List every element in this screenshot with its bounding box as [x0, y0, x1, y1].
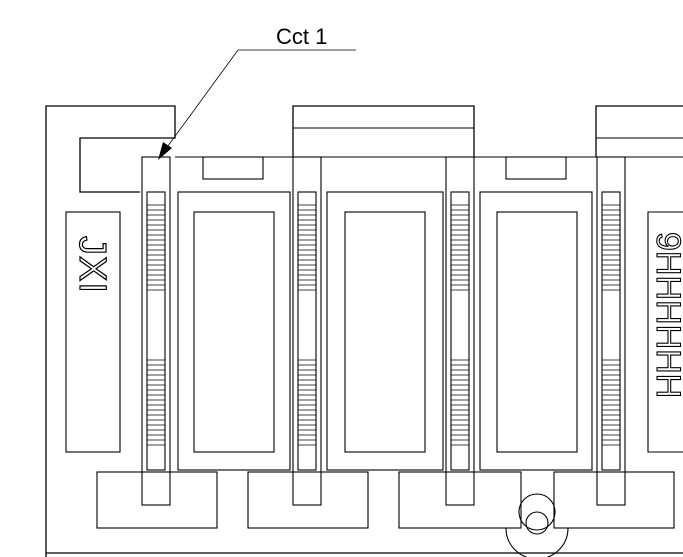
bottom-foot-2	[247, 471, 369, 529]
contact-strip-1	[141, 156, 171, 506]
top-tab-1	[202, 156, 264, 180]
cavity-frame-3	[479, 191, 593, 471]
right-label-panel	[647, 211, 683, 453]
callout-arrowhead	[158, 142, 172, 160]
left-label-text: JXI	[71, 236, 113, 294]
cavity-frame-1	[177, 191, 291, 471]
callout: Cct 1	[158, 24, 356, 160]
contact-strip-4	[596, 156, 626, 506]
top-tab-2	[505, 156, 567, 180]
callout-leader	[164, 49, 239, 151]
cavity-frame-2	[326, 191, 444, 471]
contact-strip-2	[292, 156, 322, 506]
bottom-foot-4	[553, 471, 675, 529]
contact-strips	[141, 156, 626, 506]
contact-strip-3	[445, 156, 475, 506]
bottom-foot-3	[398, 471, 522, 529]
bottom-foot-1	[96, 471, 218, 529]
callout-label: Cct 1	[276, 24, 327, 49]
bottom-pin	[505, 493, 569, 557]
left-label-panel	[65, 211, 121, 453]
right-label-text: 9HHHHHH	[649, 232, 683, 398]
